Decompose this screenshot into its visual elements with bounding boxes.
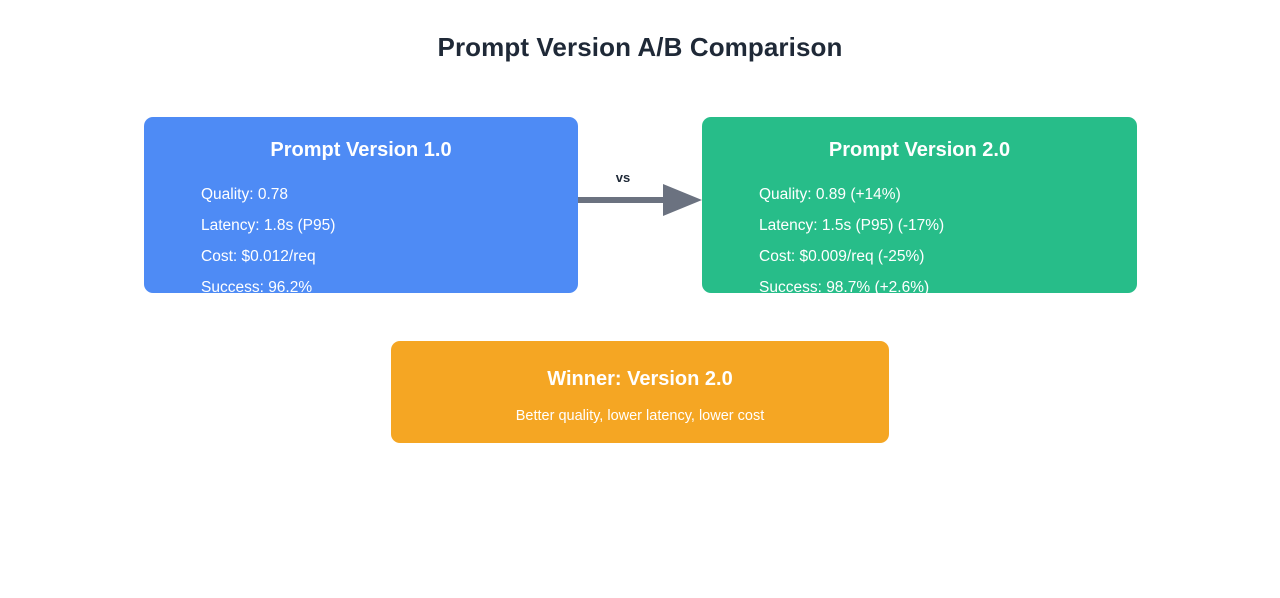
variant-title-version-2: Prompt Version 2.0	[828, 139, 1011, 161]
winner-title: Winner: Version 2.0	[547, 368, 733, 390]
metric-success: Success: 98.7% (+2.6%)	[759, 279, 930, 293]
variant-metrics-version-1: Quality: 0.78 Latency: 1.8s (P95) Cost: …	[201, 179, 568, 293]
variant-card-version-1[interactable]: Prompt Version 1.0 Quality: 0.78 Latency…	[144, 117, 578, 293]
metric-latency: Latency: 1.8s (P95)	[201, 217, 336, 234]
vs-connector: vs	[578, 170, 702, 230]
arrow-right-icon	[578, 184, 702, 216]
metric-latency: Latency: 1.5s (P95) (-17%)	[759, 217, 945, 234]
vs-label: vs	[615, 170, 631, 185]
page-title: Prompt Version A/B Comparison	[437, 32, 843, 62]
winner-banner[interactable]: Winner: Version 2.0 Better quality, lowe…	[391, 341, 889, 443]
winner-subtitle: Better quality, lower latency, lower cos…	[515, 408, 765, 424]
metric-quality: Quality: 0.89 (+14%)	[759, 186, 901, 203]
metric-cost: Cost: $0.012/req	[201, 248, 316, 265]
variant-metrics-version-2: Quality: 0.89 (+14%) Latency: 1.5s (P95)…	[759, 179, 1127, 293]
metric-cost: Cost: $0.009/req (-25%)	[759, 248, 925, 265]
metric-success: Success: 96.2%	[201, 279, 313, 293]
variant-title-version-1: Prompt Version 1.0	[270, 139, 452, 161]
metric-quality: Quality: 0.78	[201, 186, 289, 203]
variant-card-version-2[interactable]: Prompt Version 2.0 Quality: 0.89 (+14%) …	[702, 117, 1137, 293]
